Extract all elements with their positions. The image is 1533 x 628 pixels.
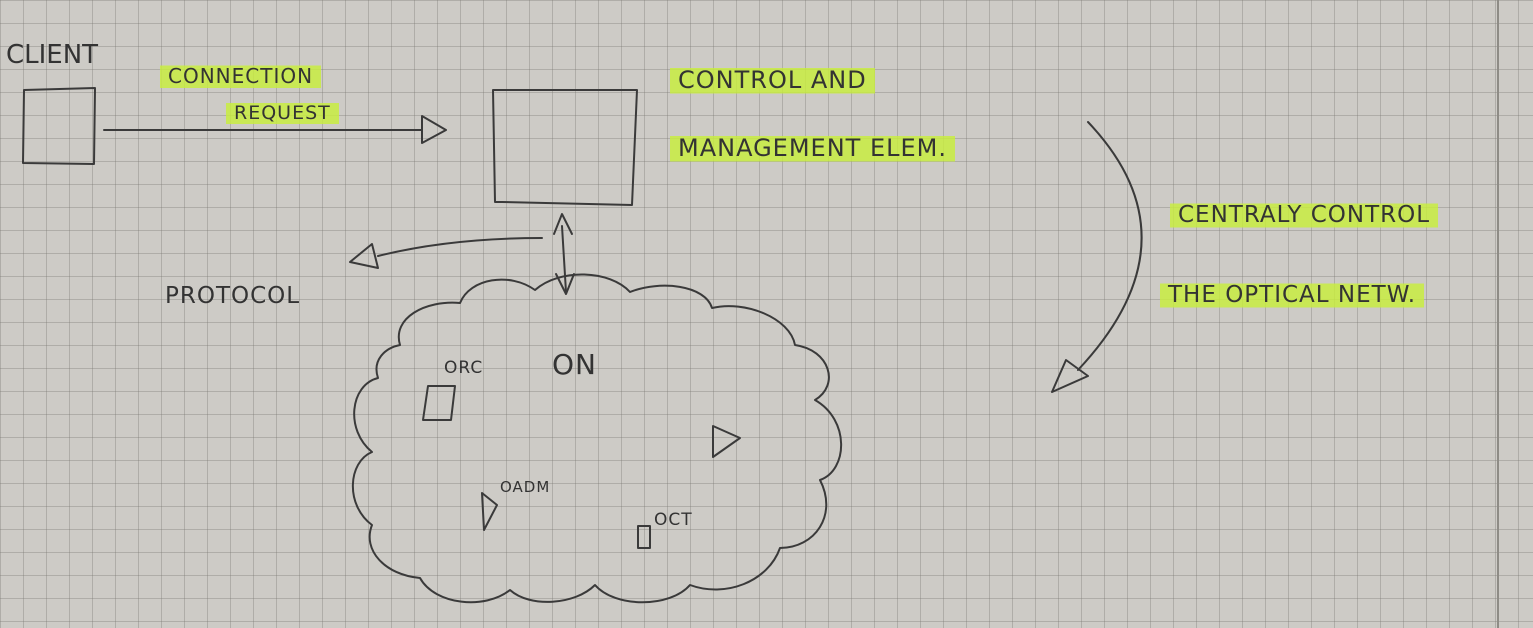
control-management-label-line1: CONTROL AND bbox=[670, 64, 875, 96]
oct-node-icon bbox=[637, 525, 651, 549]
connection-request-arrowhead bbox=[421, 115, 447, 144]
oadm-label: OADM bbox=[500, 478, 551, 496]
central-control-label-line2: THE OPTICAL NETW. bbox=[1160, 280, 1425, 310]
central-control-curved-arrow bbox=[1077, 121, 1143, 371]
notebook-page-edge bbox=[1497, 0, 1499, 628]
double-arrow-top-head bbox=[553, 213, 573, 235]
double-arrow-bottom-head bbox=[555, 273, 575, 295]
control-management-label-line2: MANAGEMENT ELEM. bbox=[670, 132, 955, 164]
control-management-box bbox=[492, 89, 638, 206]
client-label: CLIENT bbox=[6, 40, 99, 70]
optical-network-cloud bbox=[351, 273, 843, 604]
protocol-arrowhead bbox=[349, 243, 379, 269]
central-control-label-line1: CENTRALY CONTROL bbox=[1170, 200, 1439, 230]
central-control-arrowhead bbox=[1051, 359, 1089, 393]
control-to-network-double-arrow bbox=[561, 225, 567, 293]
triangle-node-icon bbox=[712, 425, 741, 458]
orc-label: ORC bbox=[444, 358, 484, 378]
connection-request-label-line2: REQUEST bbox=[226, 100, 339, 126]
protocol-curved-arrow bbox=[377, 237, 543, 257]
client-box bbox=[22, 87, 96, 165]
connection-request-label-line1: CONNECTION bbox=[160, 62, 322, 90]
protocol-label: PROTOCOL bbox=[165, 283, 301, 309]
oct-label: OCT bbox=[654, 510, 693, 530]
orc-node-icon bbox=[422, 385, 456, 421]
oadm-node-icon bbox=[481, 492, 498, 531]
cloud-title: ON bbox=[552, 348, 597, 381]
